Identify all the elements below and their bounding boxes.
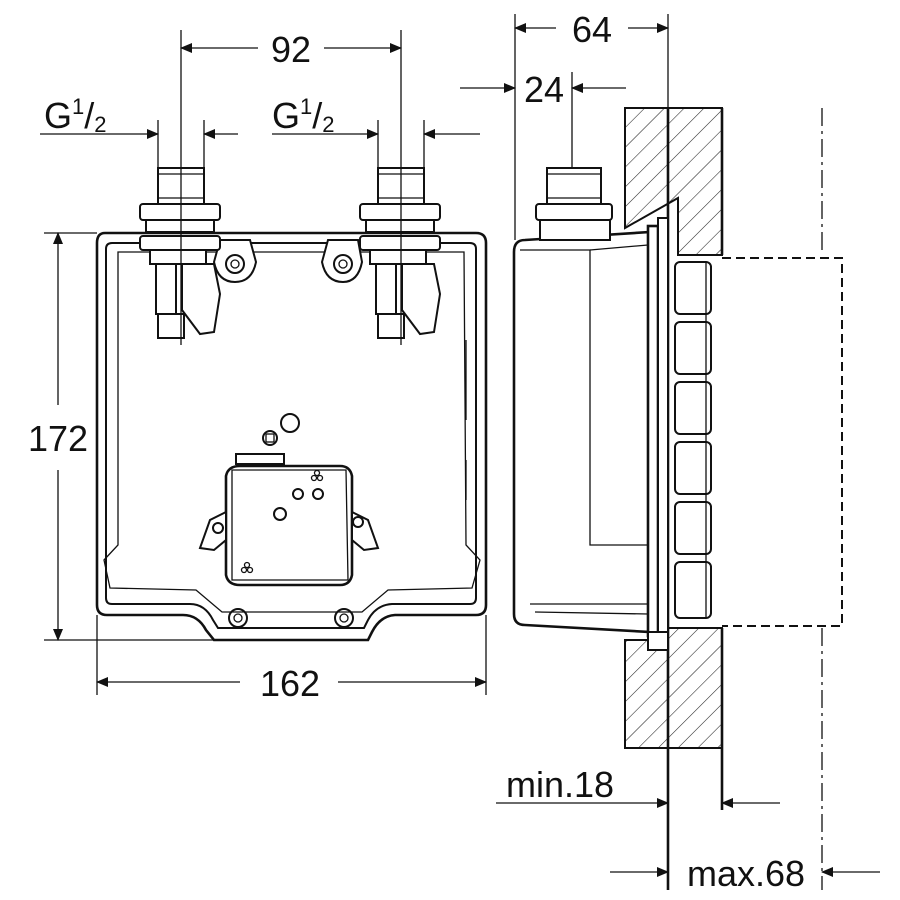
- thread-left-label: G1/2: [44, 94, 107, 137]
- housing-outer: [95, 231, 488, 642]
- dim-64-label: 64: [572, 9, 612, 50]
- dim-92-label: 92: [271, 29, 311, 70]
- dimension-24: 24: [460, 69, 626, 168]
- dim-172-label: 172: [28, 418, 88, 459]
- front-view: [95, 167, 488, 642]
- mount-ear-right: [320, 239, 364, 284]
- front-tiles: [674, 261, 712, 619]
- dimension-172: 172: [28, 232, 214, 641]
- connection-side: [535, 167, 613, 241]
- thread-right: G1/2: [272, 94, 480, 168]
- dimension-min18: min.18: [496, 764, 780, 808]
- bottom-screw-right: [334, 608, 354, 628]
- thread-right-label: G1/2: [272, 94, 335, 137]
- side-view: [512, 107, 843, 890]
- cover-outline: [722, 257, 843, 627]
- thread-left: G1/2: [40, 94, 238, 168]
- connection-right: [359, 167, 442, 339]
- small-screw: [262, 430, 278, 446]
- mount-ear-left: [212, 239, 258, 284]
- dim-24-label: 24: [524, 69, 564, 110]
- dim-min18-label: min.18: [506, 764, 614, 805]
- dimension-92: 92: [180, 29, 402, 345]
- dim-max68-label: max.68: [687, 853, 805, 894]
- wall-lower: [624, 627, 723, 749]
- dimension-162: 162: [96, 615, 487, 704]
- dimension-64: 64: [514, 9, 669, 240]
- flange: [646, 224, 660, 638]
- housing-inner-2: [103, 251, 481, 613]
- dim-162-label: 162: [260, 663, 320, 704]
- connection-left: [139, 167, 222, 339]
- dimension-max68: max.68: [610, 853, 880, 894]
- housing-side: [512, 230, 652, 634]
- electronic-module: [198, 453, 380, 587]
- housing-inner-1: [105, 242, 477, 629]
- indicator-circle: [280, 413, 300, 433]
- bottom-screw-left: [228, 608, 248, 628]
